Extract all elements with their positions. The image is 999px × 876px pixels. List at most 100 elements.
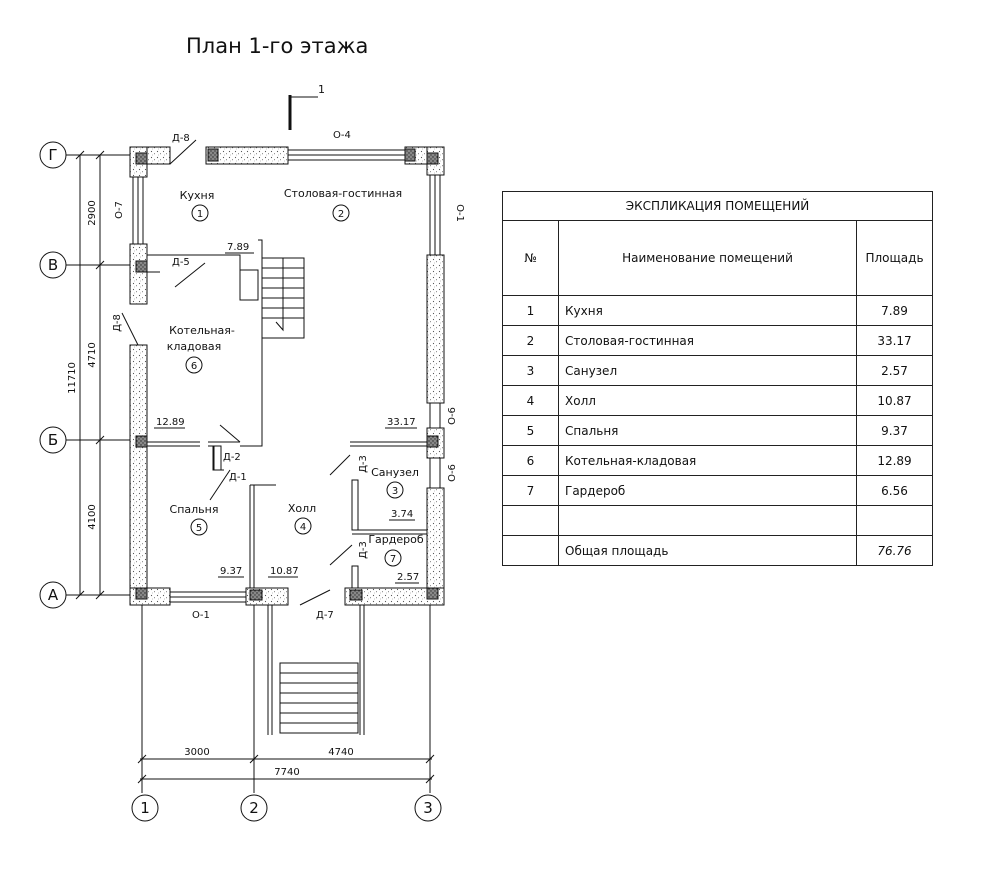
row-name: Холл	[558, 385, 857, 416]
opening-label: О-7	[114, 201, 125, 219]
dim-4740: 4740	[328, 747, 353, 758]
dim-4710: 4710	[87, 342, 98, 367]
opening-label: О-6	[447, 407, 458, 425]
dim-2900: 2900	[87, 200, 98, 225]
opening-label: Д-8	[172, 133, 190, 144]
table-row: 7 Гардероб 6.56	[502, 475, 934, 506]
table-row-empty	[502, 505, 934, 536]
area-label: 2.57	[397, 572, 419, 583]
opening-label: Д-3	[358, 541, 369, 559]
room-name-hall: Холл	[288, 502, 316, 515]
opening-label: Д-5	[172, 257, 190, 268]
opening-label: Д-8	[112, 314, 123, 332]
column-axis-label: 1	[140, 799, 150, 817]
dim-7740: 7740	[274, 767, 299, 778]
room-name-bedroom: Спальня	[170, 503, 219, 516]
row-area: 2.57	[855, 355, 934, 386]
dimension-lines-bottom	[137, 605, 435, 793]
table-title: ЭКСПЛИКАЦИЯ ПОМЕЩЕНИЙ	[501, 191, 934, 221]
column-axis-label: 3	[423, 799, 433, 817]
row-number: 1	[502, 295, 559, 326]
area-label: 9.37	[220, 566, 242, 577]
area-label: 7.89	[227, 242, 249, 253]
row-name: Санузел	[558, 355, 857, 386]
table-row: 6 Котельная-кладовая 12.89	[502, 445, 934, 476]
row-area: 7.89	[855, 295, 934, 326]
room-name-kitchen: Кухня	[180, 189, 215, 202]
row-number: 2	[502, 325, 559, 356]
opening-label: Д-7	[316, 610, 334, 621]
opening-label: Д-1	[229, 472, 247, 483]
table-row: 2 Столовая-гостинная 33.17	[502, 325, 934, 356]
column-header-area: Площадь	[855, 220, 934, 296]
opening-label: О-6	[447, 464, 458, 482]
column-header-name: Наименование помещений	[558, 220, 857, 296]
dim-3000: 3000	[184, 747, 209, 758]
column-axis-bubbles	[131, 794, 442, 822]
room-number: 2	[338, 209, 344, 220]
room-name-dining: Столовая-гостинная	[284, 187, 402, 200]
opening-label: Д-2	[223, 452, 241, 463]
row-number: 3	[502, 355, 559, 386]
opening-label: О-1	[454, 204, 465, 222]
row-number: 5	[502, 415, 559, 446]
row-axis-bubbles	[39, 141, 67, 609]
area-label: 3.74	[391, 509, 413, 520]
room-number: 3	[392, 486, 398, 497]
area-label: 12.89	[156, 417, 185, 428]
room-explication-table: ЭКСПЛИКАЦИЯ ПОМЕЩЕНИЙ № Наименование пом…	[501, 191, 934, 566]
door-swings	[121, 139, 353, 606]
row-name: Спальня	[558, 415, 857, 446]
dim-4100: 4100	[87, 504, 98, 529]
room-number: 7	[390, 554, 396, 565]
column-header-number: №	[502, 220, 559, 296]
opening-label: О-4	[333, 130, 351, 141]
dimension-lines-left	[66, 150, 130, 600]
opening-label: О-1	[192, 610, 210, 621]
opening-label: Д-3	[358, 455, 369, 473]
row-area: 9.37	[855, 415, 934, 446]
table-row-total: Общая площадь 76.76	[502, 535, 934, 566]
empty-cell	[558, 505, 857, 536]
column-axis-label: 2	[249, 799, 259, 817]
room-name-boiler-line2: кладовая	[167, 340, 222, 353]
windows	[132, 149, 441, 603]
row-area: 6.56	[855, 475, 934, 506]
row-area: 12.89	[855, 445, 934, 476]
row-name: Гардероб	[558, 475, 857, 506]
table-row: 3 Санузел 2.57	[502, 355, 934, 386]
table-row: 1 Кухня 7.89	[502, 295, 934, 326]
row-number: 4	[502, 385, 559, 416]
row-axis-label: Г	[48, 146, 57, 164]
total-label: Общая площадь	[558, 535, 857, 566]
row-axis-label: В	[48, 256, 58, 274]
row-name: Кухня	[558, 295, 857, 326]
interior-partitions	[147, 239, 427, 589]
area-label: 10.87	[270, 566, 299, 577]
porch	[267, 605, 365, 735]
row-number: 7	[502, 475, 559, 506]
total-value: 76.76	[855, 535, 934, 566]
wall-columns	[135, 148, 439, 601]
table-row: 4 Холл 10.87	[502, 385, 934, 416]
row-axis-label: А	[48, 586, 59, 604]
area-underlines	[154, 252, 419, 584]
section-mark-label: 1	[318, 83, 325, 96]
room-number: 4	[300, 522, 306, 533]
row-axis-label: Б	[48, 431, 58, 449]
empty-cell	[855, 505, 934, 536]
row-number: 6	[502, 445, 559, 476]
row-name: Столовая-гостинная	[558, 325, 857, 356]
room-number: 5	[196, 523, 202, 534]
dim-11710: 11710	[67, 362, 78, 394]
area-label: 33.17	[387, 417, 416, 428]
row-name: Котельная-кладовая	[558, 445, 857, 476]
section-mark: 1	[288, 83, 325, 130]
room-name-wardrobe: Гардероб	[368, 533, 424, 546]
room-name-bathroom: Санузел	[371, 466, 419, 479]
room-number: 1	[197, 209, 203, 220]
empty-cell	[502, 535, 559, 566]
empty-cell	[502, 505, 559, 536]
room-name-boiler-line1: Котельная-	[169, 324, 235, 337]
